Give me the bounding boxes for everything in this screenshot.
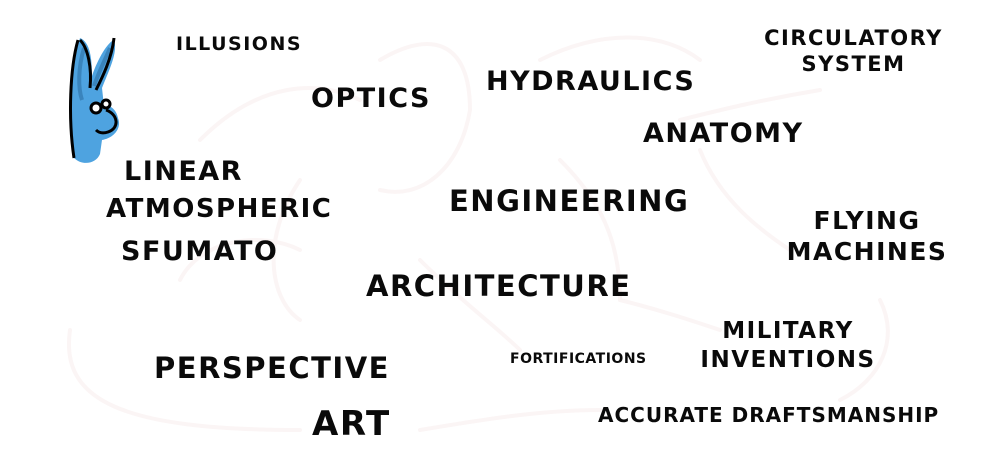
node-flying-line1: FLYING: [813, 206, 921, 235]
node-circulatory-line1: CIRCULATORY: [764, 26, 943, 50]
node-atmospheric: ATMOSPHERIC: [106, 194, 333, 224]
node-art: ART: [312, 404, 391, 444]
node-military-inventions: MILITARY INVENTIONS: [693, 317, 883, 375]
node-linear: LINEAR: [124, 156, 243, 187]
node-sfumato: SFUMATO: [121, 236, 279, 267]
node-hydraulics: HYDRAULICS: [486, 66, 696, 97]
node-anatomy: ANATOMY: [643, 118, 804, 149]
blue-rabbit-icon: [69, 37, 120, 163]
node-flying-machines: FLYING MACHINES: [782, 205, 952, 268]
node-military-line1: MILITARY: [722, 318, 854, 344]
node-military-line2: INVENTIONS: [700, 346, 876, 373]
node-circulatory-line2: SYSTEM: [801, 52, 906, 77]
node-architecture: ARCHITECTURE: [366, 269, 632, 303]
node-engineering: ENGINEERING: [449, 184, 690, 218]
node-accurate-draftsmanship: ACCURATE DRAFTSMANSHIP: [598, 403, 940, 427]
node-perspective: PERSPECTIVE: [154, 351, 390, 385]
node-fortifications: FORTIFICATIONS: [510, 351, 647, 367]
node-optics: OPTICS: [311, 83, 431, 114]
node-flying-line2: MACHINES: [786, 237, 948, 267]
node-circulatory-system: CIRCULATORY SYSTEM: [756, 25, 951, 78]
node-illusions: ILLUSIONS: [176, 33, 303, 55]
